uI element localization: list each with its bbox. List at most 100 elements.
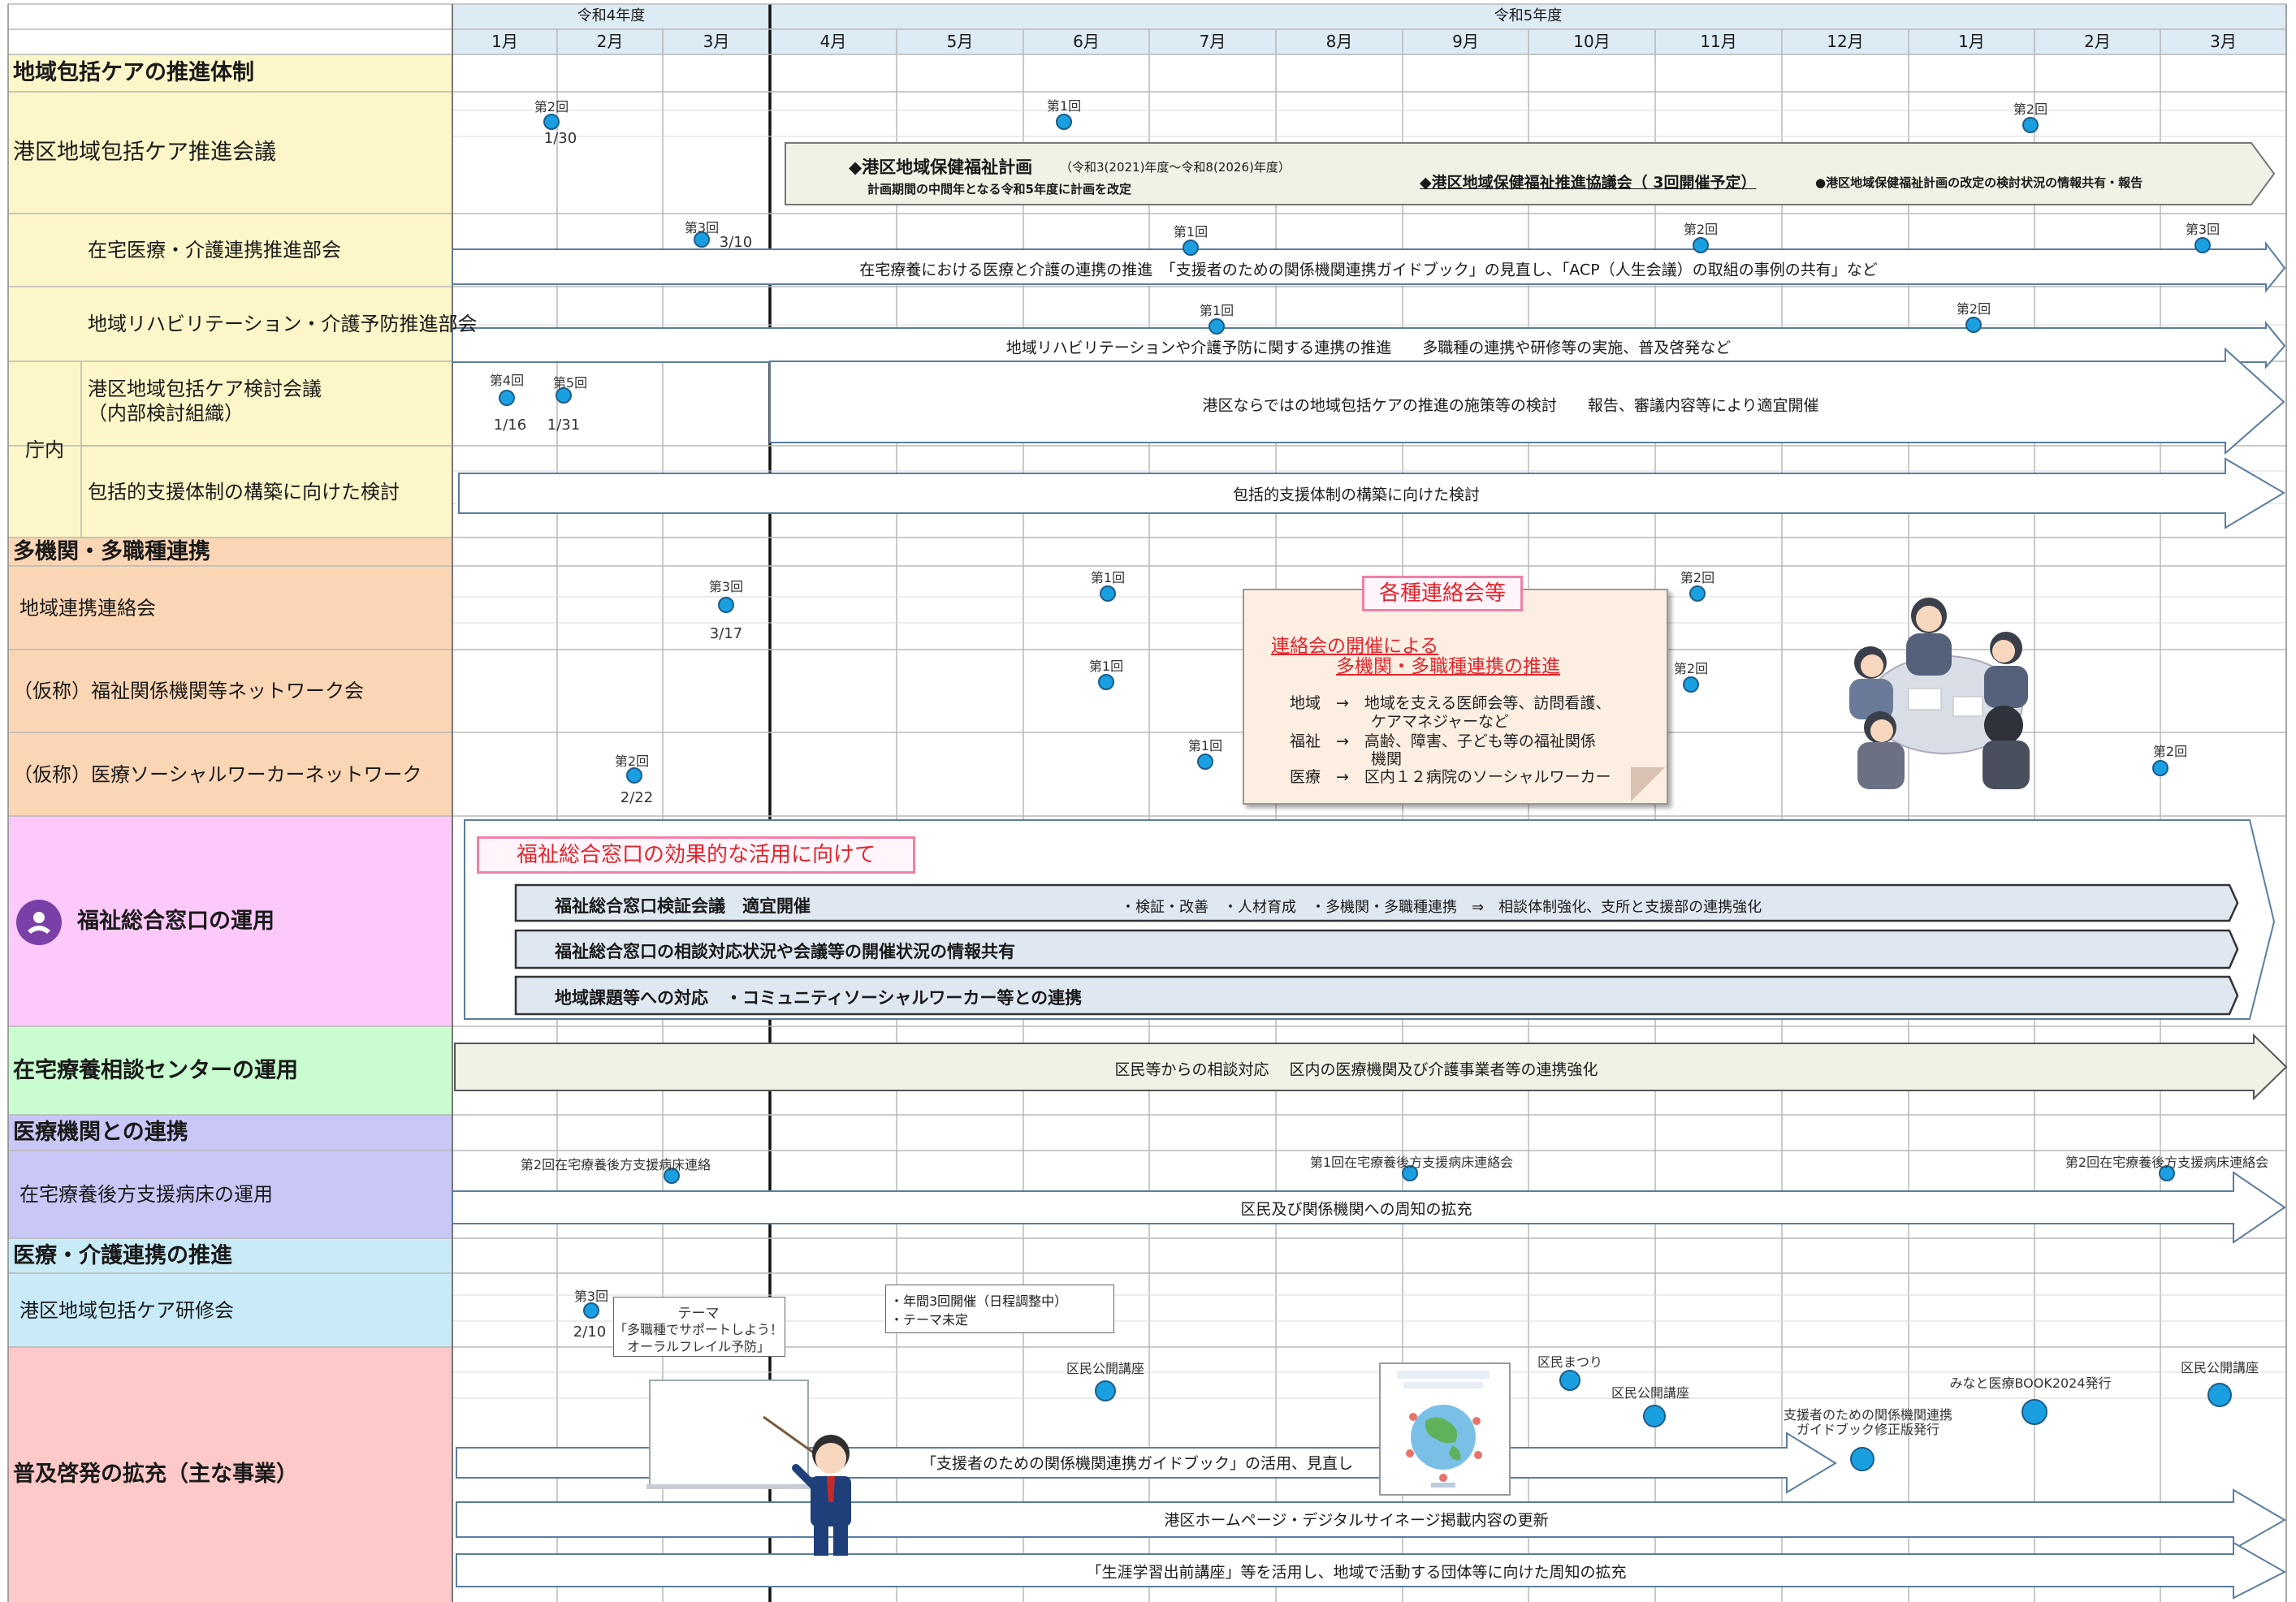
meeting-marker [583,1302,599,1319]
month-label: 3月 [703,32,730,51]
row-label: 港区地域包括ケア推進会議 [13,140,276,166]
month-label: 1月 [491,32,518,51]
note-line: 福祉 → 高齢、障害、子ども等の福祉関係 [1290,732,1596,750]
welfare-window-icon [16,900,62,945]
arrow-label: 区民及び関係機関への周知の拡充 [1240,1200,1472,1219]
marker-label: 区民公開講座 [2180,1360,2259,1375]
fukushi-bar-label: 地域課題等への対応 ・コミュニティソーシャルワーカー等との連携 [555,988,1083,1008]
meeting-illustration [1831,583,2059,794]
row-label: 在宅療養後方支援病床の運用 [19,1183,273,1206]
row-label: （仮称）福祉関係機関等ネットワーク会 [13,680,364,702]
note-line: 医療 → 区内１２病院のソーシャルワーカー [1290,768,1611,786]
marker-date: 1/16 [493,417,527,434]
section-title: 医療機関との連携 [13,1120,188,1146]
theme-title: テーマ [677,1306,720,1322]
marker-label: 第2回在宅療養後方支援病床連絡会 [2065,1155,2269,1170]
meeting-marker [1095,1380,1116,1401]
arrow-shape [769,347,2285,456]
arrow-label: 「支援者のための関係機関連携ガイドブック」の活用、見直し [920,1454,1354,1473]
row-label: 在宅医療・介護連携推進部会 [88,239,341,261]
row-label: 港区地域包括ケア検討会議 [88,378,322,400]
marker-label: 第3回 [573,1289,609,1304]
meeting-marker [1643,1405,1666,1427]
arrow-shape [456,1541,2287,1600]
row-label: 地域連携連絡会 [19,596,156,620]
meeting-marker [1056,114,1072,130]
marker-label: 第2回 [1680,570,1715,585]
arrow-shape [514,975,2239,1016]
meeting-marker [2021,1399,2047,1425]
meeting-marker [664,1168,680,1184]
arrow-shape [454,1033,2288,1101]
section-title: 医療・介護連携の推進 [13,1242,232,1268]
fiscal-year-r5: 令和5年度 [1494,7,1563,25]
marker-label: 第2回 [1683,222,1719,237]
marker-label: 第3回 [2185,222,2220,237]
marker-label: ガイドブック修正版発行 [1796,1422,1940,1437]
guidebook-illustration [1379,1362,1511,1496]
meeting-marker [2159,1165,2175,1181]
arrow-shape [452,321,2286,369]
month-label: 7月 [1199,32,1226,51]
marker-date: 3/17 [709,625,743,642]
meeting-marker [1683,676,1699,693]
meeting-marker [1965,317,1982,333]
plan-arrow [785,142,2276,205]
note-heading: 連絡会の開催による [1271,636,1439,657]
row-label-band [8,1115,452,1238]
row-label-band [8,538,452,816]
marker-date: 2/10 [573,1323,607,1341]
row-label-band [8,1026,452,1115]
meeting-marker [1197,754,1213,770]
row-label: 地域リハビリテーション・介護予防推進部会 [88,313,478,335]
meeting-marker [1850,1447,1874,1471]
fukushi-bar-label: 福祉総合窓口検証会議 適宜開催 [555,896,811,916]
arrow-label: 区民等からの相談対応 区内の医療機関及び介護事業者等の連携強化 [1114,1060,1598,1079]
row-label-band [8,1238,452,1347]
arrow-label: 包括的支援体制の構築に向けた検討 [1232,486,1481,504]
row-label: 包括的支援体制の構築に向けた検討 [88,480,400,503]
theme-box [613,1297,785,1357]
meeting-marker [1559,1370,1580,1391]
marker-date: 1/30 [543,130,577,147]
fukushi-callout: 福祉総合窓口の効果的な活用に向けて [477,836,915,874]
marker-label: 第2回 [2152,744,2188,759]
marker-label: 支援者のための関係機関連携 [1783,1407,1953,1423]
meeting-marker [694,231,710,248]
marker-label: 第1回 [1046,98,1082,114]
meeting-marker [1209,318,1225,335]
section-title: 福祉総合窓口の運用 [77,908,275,934]
month-label: 9月 [1452,32,1479,51]
meeting-marker [2207,1383,2232,1407]
marker-label: 第1回 [1199,303,1234,318]
meeting-marker [2022,117,2039,133]
marker-label: 第2回 [614,754,650,769]
presenter-illustration [633,1372,885,1559]
plan-line: ・テーマ未定 [890,1312,969,1328]
arrow-shape [458,457,2285,529]
meeting-marker [1693,237,1709,253]
marker-label: 第1回在宅療養後方支援病床連絡会 [1309,1155,1514,1170]
row-label: （仮称）医療ソーシャルワーカーネットワーク [13,762,422,786]
row-label-band [8,1347,452,1602]
month-label: 11月 [1700,32,1737,51]
month-label: 2月 [596,32,624,51]
arrow-shape [514,929,2239,969]
theme-line: オーラルフレイル予防」 [626,1339,771,1354]
section-title: 多機関・多職種連携 [13,538,210,564]
meeting-marker [1689,585,1706,602]
plan-sub: 計画期間の中間年となる令和5年度に計画を改定 [867,182,1131,196]
marker-label: 第1回 [1088,659,1124,674]
month-label: 12月 [1827,32,1864,51]
chonai-label: 庁内 [25,438,64,461]
arrow-shape [452,1171,2286,1244]
meeting-marker [1402,1165,1418,1181]
arrow-label: 港区ならではの地域包括ケアの推進の施策等の検討 報告、審議内容等により適宜開催 [1202,396,1819,415]
month-label: 5月 [946,32,974,51]
plan-box [885,1285,1114,1333]
marker-label: 第2回 [1956,301,1991,317]
marker-label: 区民公開講座 [1611,1385,1690,1401]
note-line: ケアマネジャーなど [1371,713,1510,731]
